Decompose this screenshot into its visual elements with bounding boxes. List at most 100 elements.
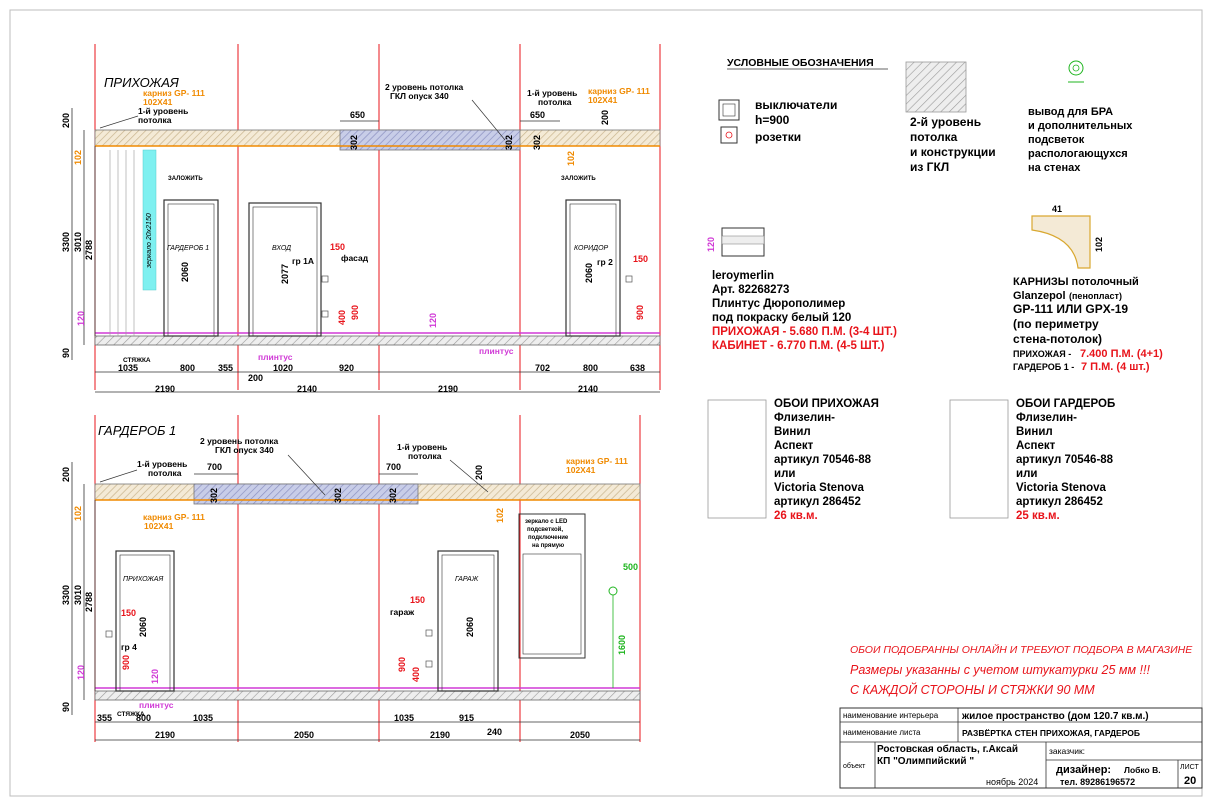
dim-text: 2060 bbox=[180, 262, 190, 282]
spec-text: артикул 70546-88 bbox=[774, 454, 872, 466]
label: плинтус bbox=[258, 352, 293, 362]
spec-text: GP-111 ИЛИ GPX-19 bbox=[1013, 302, 1128, 316]
dim-text: 90 bbox=[61, 348, 71, 358]
dim-text: 102 bbox=[73, 506, 83, 521]
title-block: наименование интерьера жилое пространств… bbox=[839, 707, 1203, 789]
spec-text: 7 П.М. (4 шт.) bbox=[1081, 361, 1150, 373]
spec-text: ПРИХОЖАЯ - 5.680 П.М. (3-4 ШТ.) bbox=[712, 326, 897, 338]
dim-text: 200 bbox=[474, 465, 484, 480]
stamp-label: наименование листа bbox=[843, 728, 921, 737]
dim-text: 400 bbox=[411, 667, 421, 682]
dim-text: 800 bbox=[136, 713, 151, 723]
dim-text: 900 bbox=[397, 657, 407, 672]
wallpaper-swatch bbox=[949, 399, 1009, 519]
legend-text: вывод для БРА bbox=[1028, 106, 1113, 118]
socket-icon bbox=[321, 310, 329, 318]
note-text: ОБОИ ПОДОБРАННЫ ОНЛАЙН И ТРЕБУЮТ ПОДБОРА… bbox=[850, 643, 1193, 656]
label: зеркало с LED bbox=[525, 519, 568, 525]
label: 1-й уровень bbox=[138, 106, 188, 116]
label: зеркало 20х2150 bbox=[146, 213, 153, 269]
stamp-value: ноябрь 2024 bbox=[986, 777, 1038, 787]
legend-text: подсветок bbox=[1028, 134, 1085, 146]
stamp-label: ЛИСТ bbox=[1180, 764, 1199, 771]
label: КОРИДОР bbox=[574, 245, 609, 252]
dim-text: 302 bbox=[504, 135, 514, 150]
wallpaper-hall: ОБОИ ПРИХОЖАЯ Флизелин- Винил Аспект арт… bbox=[707, 398, 879, 522]
hall-elevation: ПРИХОЖАЯ 200 102 3300 3010 2788 120 90 bbox=[61, 44, 661, 394]
label: карниз GP- 111 bbox=[566, 456, 628, 466]
spec-text: (по периметру bbox=[1013, 317, 1099, 331]
socket-icon bbox=[425, 660, 433, 668]
spec-text: (пенопласт) bbox=[1069, 291, 1122, 301]
wallpaper-swatch bbox=[707, 399, 767, 519]
dim-text: 2060 bbox=[465, 617, 475, 637]
label: потолка bbox=[408, 451, 442, 461]
dim-text: 2050 bbox=[294, 730, 314, 740]
sheet-frame bbox=[9, 9, 1203, 797]
dim-text: 302 bbox=[209, 488, 219, 503]
label: карниз GP- 111 bbox=[143, 88, 205, 98]
dim-text: 200 bbox=[600, 110, 610, 125]
plinth-spec: 120 leroymerlin Арт. 82268273 Плинтус Дю… bbox=[706, 227, 897, 352]
led-mirror bbox=[518, 513, 586, 659]
dim-text: 200 bbox=[61, 113, 71, 128]
dim-text: 2788 bbox=[84, 592, 94, 612]
dim-text: 120 bbox=[76, 311, 86, 326]
label: потолка bbox=[538, 97, 572, 107]
spec-text: Victoria Stenova bbox=[1016, 482, 1107, 494]
dim-text: 2140 bbox=[578, 384, 598, 394]
label: СТЯЖКА bbox=[123, 357, 151, 364]
dim-text: 2190 bbox=[430, 730, 450, 740]
label: на прямую bbox=[532, 543, 564, 549]
spec-text: стена-потолок) bbox=[1013, 332, 1102, 346]
label: ГАРАЖ bbox=[455, 576, 479, 583]
mirror-strip bbox=[142, 149, 157, 291]
spec-text: 25 кв.м. bbox=[1016, 510, 1060, 522]
bra-output-icon bbox=[608, 586, 618, 596]
stamp-label: объект bbox=[843, 762, 866, 770]
stamp-value: 20 bbox=[1184, 775, 1196, 787]
stamp-value: КП "Олимпийский " bbox=[877, 756, 974, 767]
dim-text: 800 bbox=[180, 363, 195, 373]
spec-text: Аспект bbox=[1016, 440, 1056, 452]
spec-text: Плинтус Дюрополимер bbox=[712, 298, 845, 310]
stamp-label: заказчик: bbox=[1049, 746, 1085, 756]
switch-icon bbox=[105, 630, 113, 638]
spec-text: под покраску белый 120 bbox=[712, 312, 851, 324]
dim-text: 2077 bbox=[280, 264, 290, 284]
label: 1-й уровень bbox=[397, 442, 447, 452]
spec-text: КАБИНЕТ - 6.770 П.М. (4-5 ШТ.) bbox=[712, 340, 885, 352]
label: ЗАЛОЖИТЬ bbox=[168, 176, 203, 182]
dim-text: 102 bbox=[495, 508, 505, 523]
dim-text: 900 bbox=[350, 305, 360, 320]
label: ЗАЛОЖИТЬ bbox=[561, 176, 596, 182]
cornice-profile bbox=[1031, 215, 1091, 269]
label: 102Х41 bbox=[144, 521, 174, 531]
dim-text: 3010 bbox=[73, 232, 83, 252]
label: гр 2 bbox=[597, 257, 613, 267]
label: гараж bbox=[390, 607, 415, 617]
spec-text: Glanzepol bbox=[1013, 290, 1066, 302]
gkl-drop bbox=[193, 483, 419, 505]
dim-text: 2050 bbox=[570, 730, 590, 740]
spec-text: Винил bbox=[1016, 426, 1053, 438]
door-wardrobe bbox=[163, 199, 219, 337]
spec-text: Victoria Stenova bbox=[774, 482, 865, 494]
dim-text: 150 bbox=[410, 595, 425, 605]
switch-icon bbox=[321, 275, 329, 283]
legend-text: 2-й уровень bbox=[910, 115, 981, 129]
floor-slab bbox=[94, 690, 641, 701]
spec-text: ГАРДЕРОБ 1 - bbox=[1013, 362, 1074, 372]
label: 2 уровень потолка bbox=[200, 436, 278, 446]
dim-text: 150 bbox=[633, 254, 648, 264]
label: ГАРДЕРОБ 1 bbox=[167, 245, 209, 252]
spec-text: Флизелин- bbox=[1016, 412, 1077, 424]
dim-text: 302 bbox=[349, 135, 359, 150]
legend-text: потолка bbox=[910, 130, 958, 144]
dim-text: 2060 bbox=[138, 617, 148, 637]
note-text: Размеры указанны с учетом штукатурки 25 … bbox=[850, 663, 1150, 677]
legend-title: УСЛОВНЫЕ ОБОЗНАЧЕНИЯ bbox=[727, 57, 874, 69]
label: ГКЛ опуск 340 bbox=[215, 445, 274, 455]
legend-text: и дополнительных bbox=[1028, 120, 1133, 132]
label: 102Х41 bbox=[566, 465, 596, 475]
